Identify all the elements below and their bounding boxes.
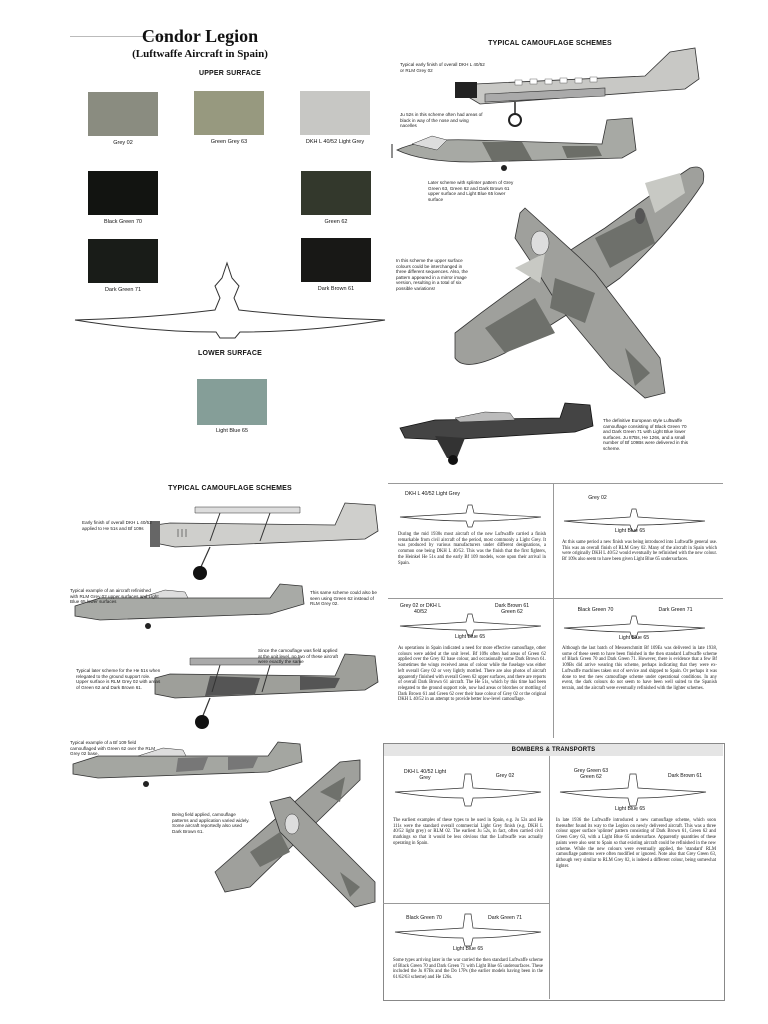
bomber2-label-tr: Dark Brown 61 — [667, 773, 703, 779]
fighter1-label-top: DKH L 40/52 Light Grey — [405, 491, 460, 497]
ju87-side-drawing — [399, 402, 594, 465]
fighter4-label-tl: Black Green 70 — [577, 607, 614, 613]
he111-plan-drawing — [454, 166, 705, 399]
swatch-green-62 — [301, 171, 371, 215]
caption-bf109-varied: Being field applied, camouflage patterns… — [172, 812, 250, 834]
caption-he51-early: Early finish of overall DKH L 40/52 appl… — [82, 520, 152, 531]
bomber-wing-icon — [559, 773, 707, 807]
fighter3-label-tr: Dark Brown 61 Green 62 — [494, 603, 530, 615]
fighter4-label-tr: Dark Green 71 — [658, 607, 693, 613]
swatch-label: Grey 02 — [113, 140, 133, 146]
bombers-heading: BOMBERS & TRANSPORTS — [511, 747, 596, 753]
bomber2-text: In late 1936 the Luftwaffe introduced a … — [556, 818, 716, 869]
panel-divider — [549, 756, 550, 999]
fighter2-label-bottom: Light Blue 65 — [614, 528, 646, 534]
caption-ju87-definitive: The definitive European style Luftwaffe … — [603, 418, 689, 451]
swatch-label: Green 62 — [324, 219, 348, 225]
page-subtitle: (Luftwaffe Aircraft in Spain) — [132, 48, 268, 60]
bomber-wing-icon — [394, 773, 542, 807]
bombers-header-bar — [384, 744, 723, 756]
swatch-light-blue-65 — [197, 379, 267, 425]
panel-divider — [388, 483, 723, 484]
bomber1-label-tr: Grey 02 — [495, 773, 515, 779]
swatch-dark-brown-61 — [301, 238, 371, 282]
bomber2-label-tl: Grey Green 63 Green 62 — [573, 768, 609, 780]
bomber1-label-tl: DKH L 40/52 Light Grey — [403, 769, 447, 781]
bomber3-text: Some types arriving later in the war car… — [393, 958, 543, 981]
caption-ju52-early: Typical early finish of overall DKH L 40… — [400, 62, 485, 73]
bf109-grey-drawing — [74, 583, 305, 629]
swatch-green-grey-63 — [194, 91, 264, 135]
swatch-label: Light Blue 65 — [215, 428, 249, 434]
wing-icon — [399, 504, 542, 528]
bomber3-label-bottom: Light Blue 65 — [452, 946, 484, 952]
bf109-plan-drawing — [214, 759, 376, 908]
swatch-light-grey — [300, 91, 370, 135]
bomber2-label-bottom: Light Blue 65 — [614, 806, 646, 812]
wing-icon — [563, 508, 706, 532]
left-camouflage-heading: TYPICAL CAMOUFLAGE SCHEMES — [168, 485, 292, 492]
upper-surface-heading: UPPER SURFACE — [198, 70, 262, 77]
right-camouflage-heading: TYPICAL CAMOUFLAGE SCHEMES — [488, 40, 612, 47]
caption-ju52-black: Ju 52s in this scheme often had areas of… — [400, 112, 483, 129]
page-header: Condor Legion (Luftwaffe Aircraft in Spa… — [70, 26, 330, 60]
fighter1-text: During the mid 1930s most aircraft of th… — [398, 532, 546, 566]
caption-bf109-field: Typical example of a Bf 109 field camouf… — [70, 740, 156, 757]
lower-surface-heading: LOWER SURFACE — [197, 350, 263, 357]
bf109-field-drawing — [72, 741, 303, 787]
fighter3-text: As operations in Spain indicated a need … — [398, 646, 546, 703]
swatch-label: Dark Brown 61 — [317, 286, 355, 292]
wing-outline-drawing — [74, 261, 386, 339]
caption-he111-variations: In this scheme the upper surface colours… — [396, 258, 468, 291]
caption-he111-splinter: Later scheme with splinter pattern of Gr… — [428, 180, 514, 202]
swatch-label: Black Green 70 — [104, 219, 142, 225]
page-title: Condor Legion — [141, 26, 259, 46]
fighter3-label-bottom: Light Blue 65 — [454, 634, 486, 640]
header-rule — [70, 36, 165, 37]
bomber3-label-tr: Dark Green 71 — [487, 915, 523, 921]
swatch-label: Dark Green 71 — [104, 287, 142, 293]
swatch-label: DKH L 40/52 Light Grey — [305, 139, 365, 145]
wing-icon — [399, 613, 542, 637]
bombers-panel — [383, 743, 725, 1001]
caption-bf109-refinished: Typical example of an aircraft refinishe… — [70, 588, 159, 605]
he51-early-drawing — [150, 502, 379, 580]
panel-divider — [383, 903, 549, 904]
fighter3-label-tl: Grey 02 or DKH L 40/52 — [399, 603, 442, 615]
caption-he51-field: Since the camouflage was field applied a… — [258, 648, 338, 665]
swatch-label: Green Grey 63 — [210, 139, 248, 145]
bomber-wing-icon — [394, 913, 542, 947]
swatch-black-green-70 — [88, 171, 158, 215]
wing-icon — [563, 615, 706, 639]
panel-divider — [553, 483, 554, 738]
ju52-side-drawing — [455, 47, 700, 127]
caption-bf109-green: This same scheme could also be seen usin… — [310, 590, 377, 607]
panel-divider — [388, 598, 723, 599]
swatch-grey-02 — [88, 92, 158, 136]
fighter4-label-bottom: Light Blue 65 — [618, 635, 650, 641]
he111-side-drawing — [391, 117, 637, 171]
bomber1-text: The earliest examples of these types to … — [393, 818, 543, 846]
he51-later-drawing — [154, 653, 379, 729]
caption-he51-ground-support: Typical later scheme for the He 51s when… — [76, 668, 161, 690]
fighter4-text: Although the last batch of Messerschmitt… — [562, 646, 717, 691]
bomber3-label-tl: Black Green 70 — [406, 915, 442, 921]
fighter2-label-top: Grey 02 — [588, 495, 607, 501]
swatch-dark-green-71 — [88, 239, 158, 283]
fighter2-text: At this same period a new finish was bei… — [562, 540, 717, 563]
